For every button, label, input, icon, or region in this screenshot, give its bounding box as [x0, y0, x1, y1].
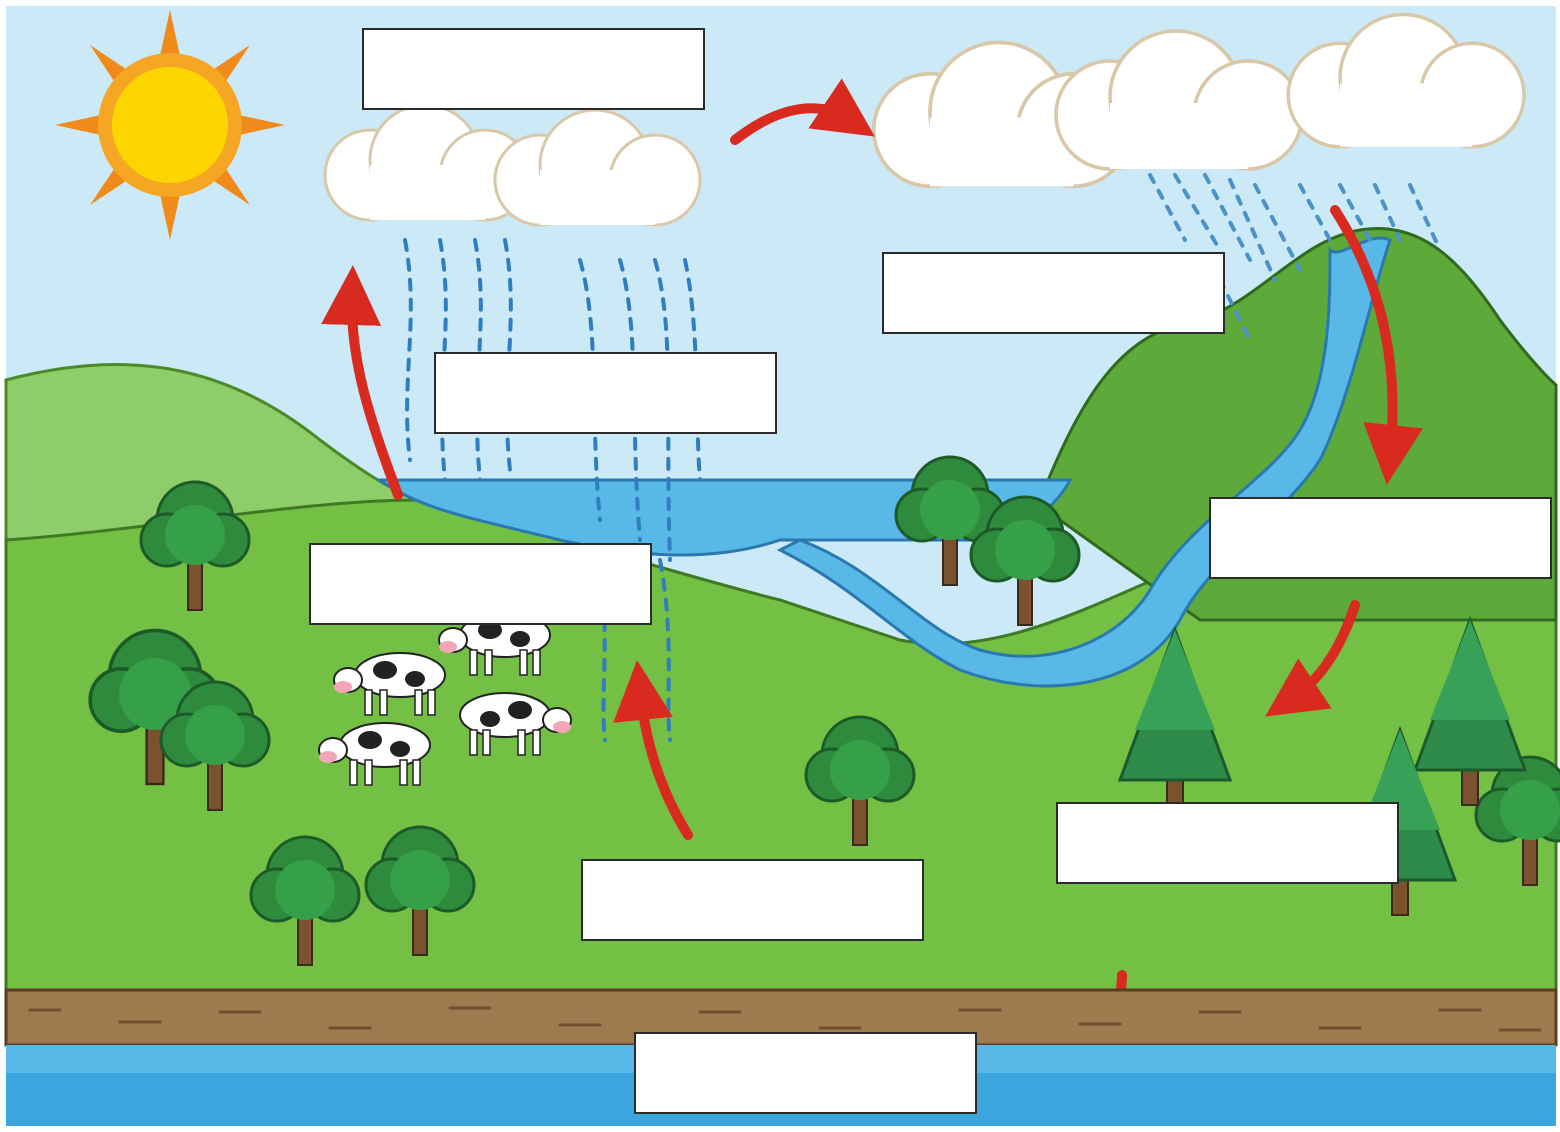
label-box-4[interactable]	[1209, 497, 1552, 579]
label-box-6[interactable]	[1056, 802, 1399, 884]
label-box-8[interactable]	[634, 1032, 977, 1114]
label-box-1[interactable]	[362, 28, 705, 110]
label-box-5[interactable]	[309, 543, 652, 625]
label-box-7[interactable]	[581, 859, 924, 941]
label-box-2[interactable]	[882, 252, 1225, 334]
label-box-3[interactable]	[434, 352, 777, 434]
